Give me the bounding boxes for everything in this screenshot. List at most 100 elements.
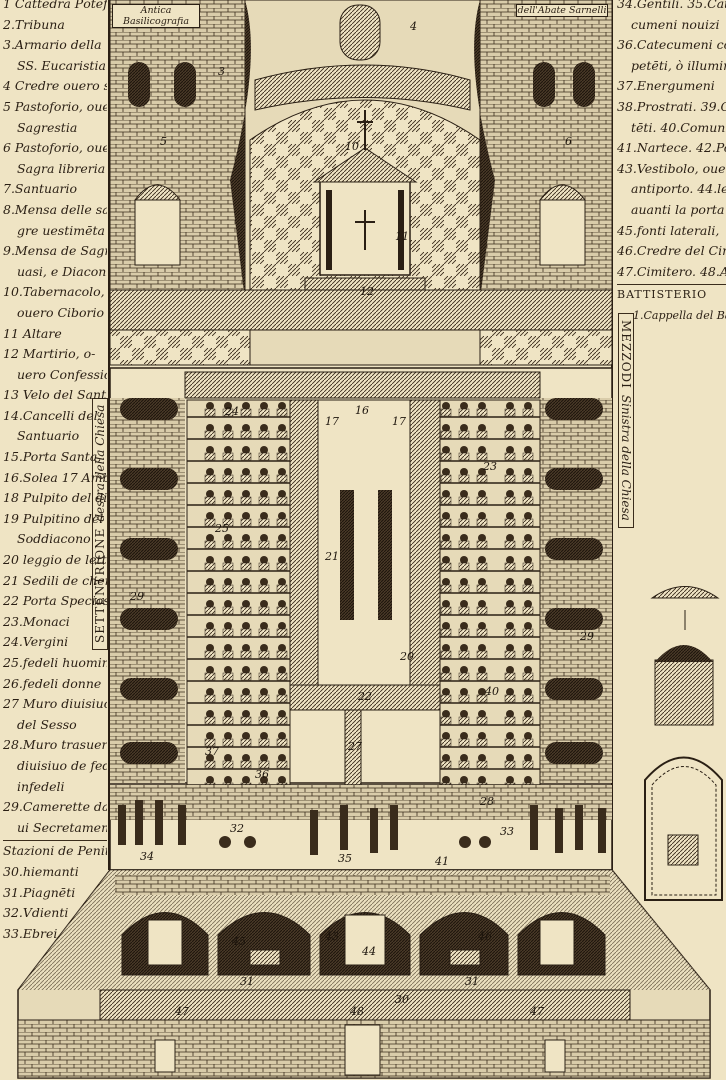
legend-entry: 19 Pulpitino del [3,510,104,526]
penitents-heading: Stazioni de Penitenti [3,840,107,862]
legend-entry: 13 Velo del Santuario [3,387,107,403]
legend-entry: 41.Nartece. 42.Porta [617,140,726,156]
svg-text:30: 30 [395,993,409,1006]
legend-entry: 25.fedeli huomini [3,655,107,670]
legend-entry: 16.Solea 17 Ambone [3,469,107,485]
cartouche-right: dell'Abate Sarnelli [516,4,608,17]
south-side-label: MEZZODI Sinistra della Chiesa [618,313,634,528]
legend-entry: 7.Santuario [3,181,78,197]
svg-text:25: 25 [214,522,229,535]
svg-text:12: 12 [360,285,374,298]
svg-text:31: 31 [465,975,479,988]
svg-text:41: 41 [434,855,449,868]
legend-entry: SS. Eucaristia [17,57,106,73]
svg-text:5: 5 [160,135,167,148]
legend-entry: 18 Pulpito del diacono [3,490,107,506]
legend-entry: ui Secretamente [17,819,107,835]
legend-entry: 27 Muro diuisiuo [3,696,107,712]
legend-entry: del Sesso [17,716,77,732]
svg-text:46: 46 [477,930,492,943]
legend-entry: 6 Pastoforio, ouero [3,140,107,156]
baptistery-heading: BATTISTERIO [617,284,726,306]
svg-text:36: 36 [255,768,269,781]
legend-entry: diuisiuo de fedeli dagli [17,757,107,773]
legend-entry: 14.Cancelli del [3,407,98,423]
svg-text:32: 32 [230,822,244,835]
legend-entry: 12 Martirio, o- [3,346,96,362]
legend-entry: 33.Ebrei [3,925,58,941]
svg-text:17: 17 [325,415,339,428]
legend-entry: 28.Muro trasuerso [3,737,107,753]
svg-text:37: 37 [205,745,219,758]
svg-text:16: 16 [355,404,369,417]
svg-text:43: 43 [324,930,339,943]
south-label-main: MEZZODI [619,320,633,389]
svg-text:3: 3 [218,65,225,78]
svg-text:27: 27 [347,740,362,753]
plan-number-labels: 3 4 5 6 10 11 12 16 17 17 21 20 22 23 24… [129,20,594,1018]
svg-text:29: 29 [579,630,594,643]
legend-entry: 43.Vestibolo, ouero [617,160,726,176]
apse-sanctuary [109,0,613,366]
svg-text:31: 31 [240,975,254,988]
atrium [17,869,711,1079]
legend-entry: ouero Ciborio [17,304,105,320]
baptistery-drawings [644,586,723,901]
south-label-sub: Sinistra della Chiesa [619,394,633,521]
legend-entry: auanti la porta [631,201,725,217]
svg-text:4: 4 [409,20,417,33]
legend-entry: 45.fonti laterali, [617,222,720,238]
legend-entry: 9.Mensa de Sagri [3,243,107,259]
legend-entry: Sagrestia [17,119,78,135]
baptistery-legend: 1.Cappella del Battistero 2.Altare della … [617,306,726,327]
svg-text:28: 28 [479,795,494,808]
legend-entry: 26.fedeli donne [3,675,102,691]
legend-entry: 24.Vergini [3,634,69,650]
svg-text:23: 23 [482,460,497,473]
legend-entry: 46.Credre del Cimitero [617,243,726,259]
svg-text:34: 34 [140,850,154,863]
narthex [109,784,613,871]
legend-entry: 1.Cappella del Battistero [633,308,726,322]
svg-text:44: 44 [361,945,376,958]
svg-text:10: 10 [345,140,359,153]
legend-entry: 10.Tabernacolo, [3,284,105,300]
legend-entry: 37.Energumeni [617,78,715,94]
legend-entry: gre uestimēta [17,222,105,238]
legend-entry: 38.Prostrati. 39.Con [617,98,726,114]
legend-entry: 2.Altare della Cappella [633,326,726,327]
legend-entry: cumeni nouizi [631,16,720,32]
legend-entry: Soddiacono [17,531,91,547]
legend-entry: 30.hiemanti [3,863,79,879]
svg-text:33: 33 [500,825,514,838]
legend-entry: 1 Cattedra Pōtefica [3,0,107,11]
svg-text:29: 29 [129,590,144,603]
legend-entry: 36.Catecumeni com [617,37,726,53]
nave [109,367,613,786]
legend-entry: 34.Gentili. 35.Catecumeni nouizi [617,0,726,11]
legend-entry: infedeli [17,778,65,794]
legend-entry: Santuario [17,428,80,444]
legend-entry: uasi, e Diaconio [17,263,107,279]
legend-entry: tēti. 40.Comunicanti [631,119,726,135]
cartouche-left: Antica Basilicografia [112,4,200,28]
legend-entry: 15.Porta Santa, [3,449,102,465]
legend-entry: 31.Piagnēti [3,884,76,900]
svg-text:40: 40 [484,685,499,698]
legend-entry: petēti, ò illuminati [631,57,726,73]
svg-text:48: 48 [349,1005,364,1018]
legend-entry: Sagra libreria [17,160,106,176]
right-legend: 34.Gentili. 35.Catecumeni nouizi cumeni n… [617,0,726,327]
legend-entry: 21 Sedili de chericinnori [3,572,107,588]
legend-entry: 32.Vdienti [3,905,69,921]
legend-entry: 22 Porta Speciosa [3,593,107,609]
svg-text:45: 45 [231,935,246,948]
legend-entry: 23.Monaci [3,613,70,629]
svg-text:22: 22 [357,690,372,703]
svg-text:17: 17 [392,415,406,428]
legend-entry: uero Confessio [17,366,107,382]
svg-text:21: 21 [324,550,339,563]
svg-text:24: 24 [224,405,239,418]
legend-entry: 5 Pastoforio, ouero [3,98,107,114]
